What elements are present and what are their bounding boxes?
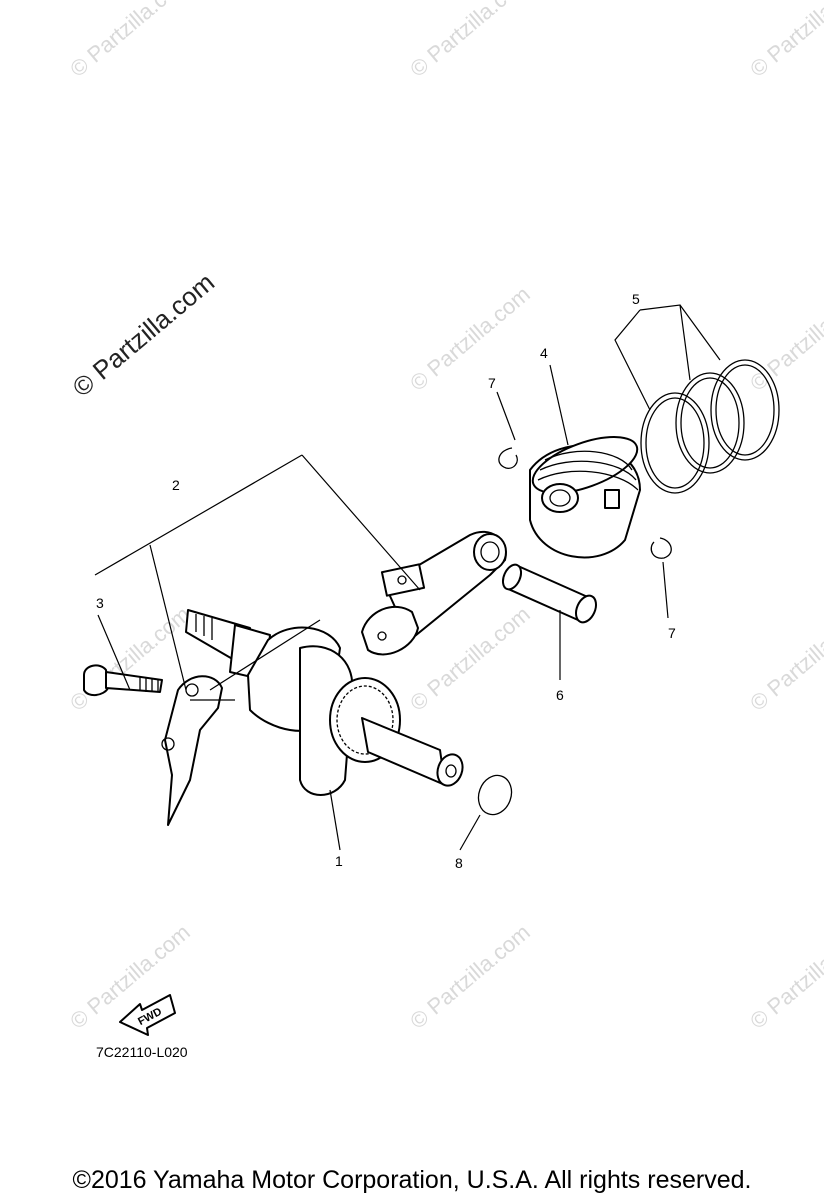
watermark-text: © Partzilla.com: [745, 0, 824, 82]
watermark-text: © Partzilla.com: [745, 919, 824, 1033]
watermark-text: © Partzilla.com: [65, 0, 195, 82]
leader-lines: [94, 304, 721, 851]
callout-1: 1: [335, 853, 343, 869]
fwd-arrow-icon: FWD: [119, 994, 176, 1036]
watermark-text: © Partzilla.com: [745, 281, 824, 395]
callout-5: 5: [632, 291, 640, 307]
circlip-right: [650, 537, 672, 559]
callout-7-bottom: 7: [668, 625, 676, 641]
piston: [529, 436, 641, 559]
watermark-text: © Partzilla.com: [405, 919, 535, 1033]
balancer-weight: [161, 675, 223, 826]
diagram-code: 7C22110-L020: [96, 1044, 188, 1060]
watermark-main: © Partzilla.com: [67, 267, 220, 403]
watermark-text: © Partzilla.com: [745, 601, 824, 715]
callout-2: 2: [172, 477, 180, 493]
piston-rings: [640, 359, 780, 494]
callout-7-top: 7: [488, 375, 496, 391]
callout-6: 6: [556, 687, 564, 703]
watermark-text: © Partzilla.com: [405, 0, 535, 82]
bolt: [83, 664, 163, 696]
watermark-text: © Partzilla.com: [405, 281, 535, 395]
piston-pin: [501, 563, 598, 624]
copyright-notice: ©2016 Yamaha Motor Corporation, U.S.A. A…: [72, 1166, 752, 1194]
watermark-grid: © Partzilla.com © Partzilla.com © Partzi…: [65, 0, 824, 1034]
callout-4: 4: [540, 345, 548, 361]
callout-3: 3: [96, 595, 104, 611]
connecting-rod: [361, 530, 507, 656]
crankshaft: [185, 609, 464, 796]
callout-8: 8: [455, 855, 463, 871]
callout-numbers: 1 2 3 4 5 6 7 7 8: [96, 291, 676, 871]
circlip-left: [498, 447, 518, 469]
o-ring: [477, 774, 513, 816]
